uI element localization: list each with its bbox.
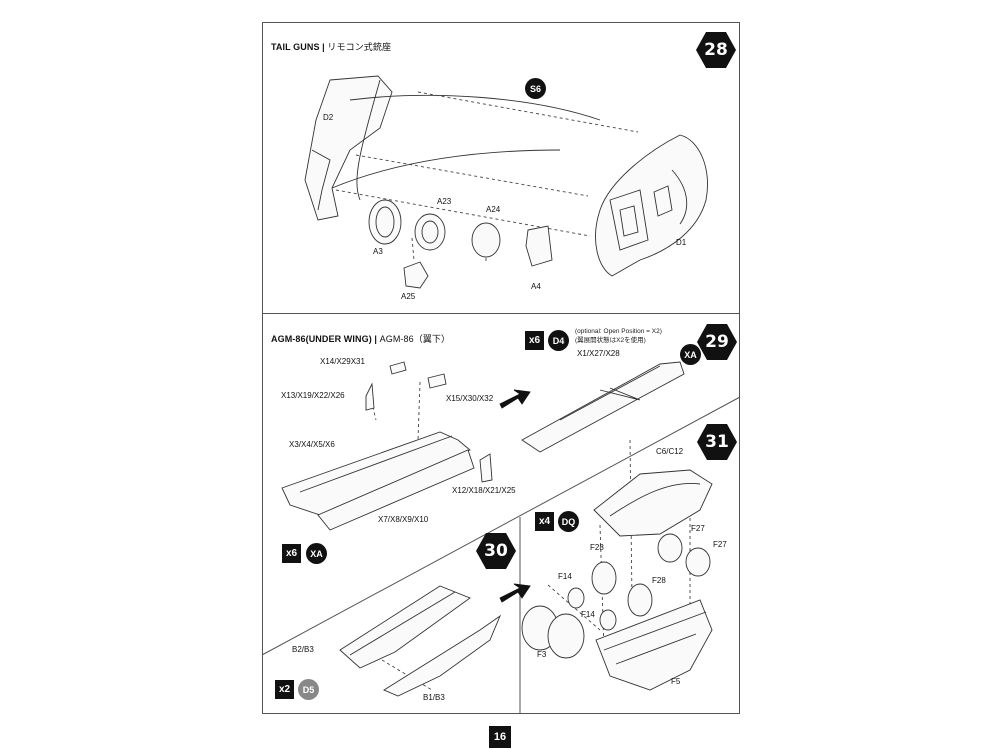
agm86-title: AGM-86(UNDER WING) | AGM-86（翼下） (271, 334, 451, 344)
part-label-a3: A3 (373, 247, 383, 256)
step31-qty-badge: x4 (535, 512, 554, 531)
part-label-x13: X13/X19/X22/X26 (281, 391, 345, 400)
step31-color-dq: DQ (558, 511, 579, 532)
step29-color-d4: D4 (548, 330, 569, 351)
paint-code-s6: S6 (525, 78, 546, 99)
part-label-d2: D2 (323, 113, 334, 122)
page-number: 16 (489, 726, 511, 748)
step29-note-en: (optional: Open Position = X2) (575, 328, 662, 335)
agm86-qty-badge: x6 (282, 544, 301, 563)
step-28-badge: 28 (696, 32, 736, 68)
part-label-a4: A4 (531, 282, 541, 291)
part-label-f14-b: F14 (581, 610, 595, 619)
part-label-f28-b: F28 (652, 576, 666, 585)
part-label-f14-a: F14 (558, 572, 572, 581)
tail-guns-title-en: TAIL GUNS (271, 42, 320, 52)
page-frame (262, 22, 740, 714)
section-divider (262, 313, 740, 314)
part-label-x12: X12/X18/X21/X25 (452, 486, 516, 495)
part-label-c6: C6/C12 (656, 447, 684, 456)
step29-qty-badge: x6 (525, 331, 544, 350)
agm86-color-xa: XA (306, 543, 327, 564)
part-label-f27-a: F27 (691, 524, 705, 533)
part-label-x7: X7/X8/X9/X10 (378, 515, 429, 524)
part-label-a24: A24 (486, 205, 501, 214)
tail-guns-title-jp: リモコン式銃座 (327, 42, 392, 52)
part-label-f3: F3 (537, 650, 547, 659)
part-label-a25: A25 (401, 292, 416, 301)
part-label-a23: A23 (437, 197, 452, 206)
part-label-x1: X1/X27/X28 (577, 349, 620, 358)
part-label-x3: X3/X4/X5/X6 (289, 440, 335, 449)
agm86-title-en: AGM-86(UNDER WING) (271, 334, 372, 344)
step30-color-d5: D5 (298, 679, 319, 700)
step-31-badge: 31 (697, 424, 737, 460)
part-label-f27-b: F27 (713, 540, 727, 549)
step30-qty-badge: x2 (275, 680, 294, 699)
part-label-f5: F5 (671, 677, 681, 686)
step-29-badge: 29 (697, 324, 737, 360)
part-label-b1b3: B1/B3 (423, 693, 445, 702)
step29-note: (optional: Open Position = X2) (翼展開状態はX2… (575, 327, 662, 345)
part-label-x14: X14/X29X31 (320, 357, 365, 366)
step29-note-jp: (翼展開状態はX2を使用) (575, 337, 646, 344)
tail-guns-title: TAIL GUNS | リモコン式銃座 (271, 42, 392, 52)
part-label-b2b3: B2/B3 (292, 645, 314, 654)
part-label-x15: X15/X30/X32 (446, 394, 494, 403)
part-label-d1: D1 (676, 238, 687, 247)
agm86-title-jp: AGM-86（翼下） (379, 334, 451, 344)
part-label-f28-a: F28 (590, 543, 604, 552)
step29-color-xa: XA (680, 344, 701, 365)
